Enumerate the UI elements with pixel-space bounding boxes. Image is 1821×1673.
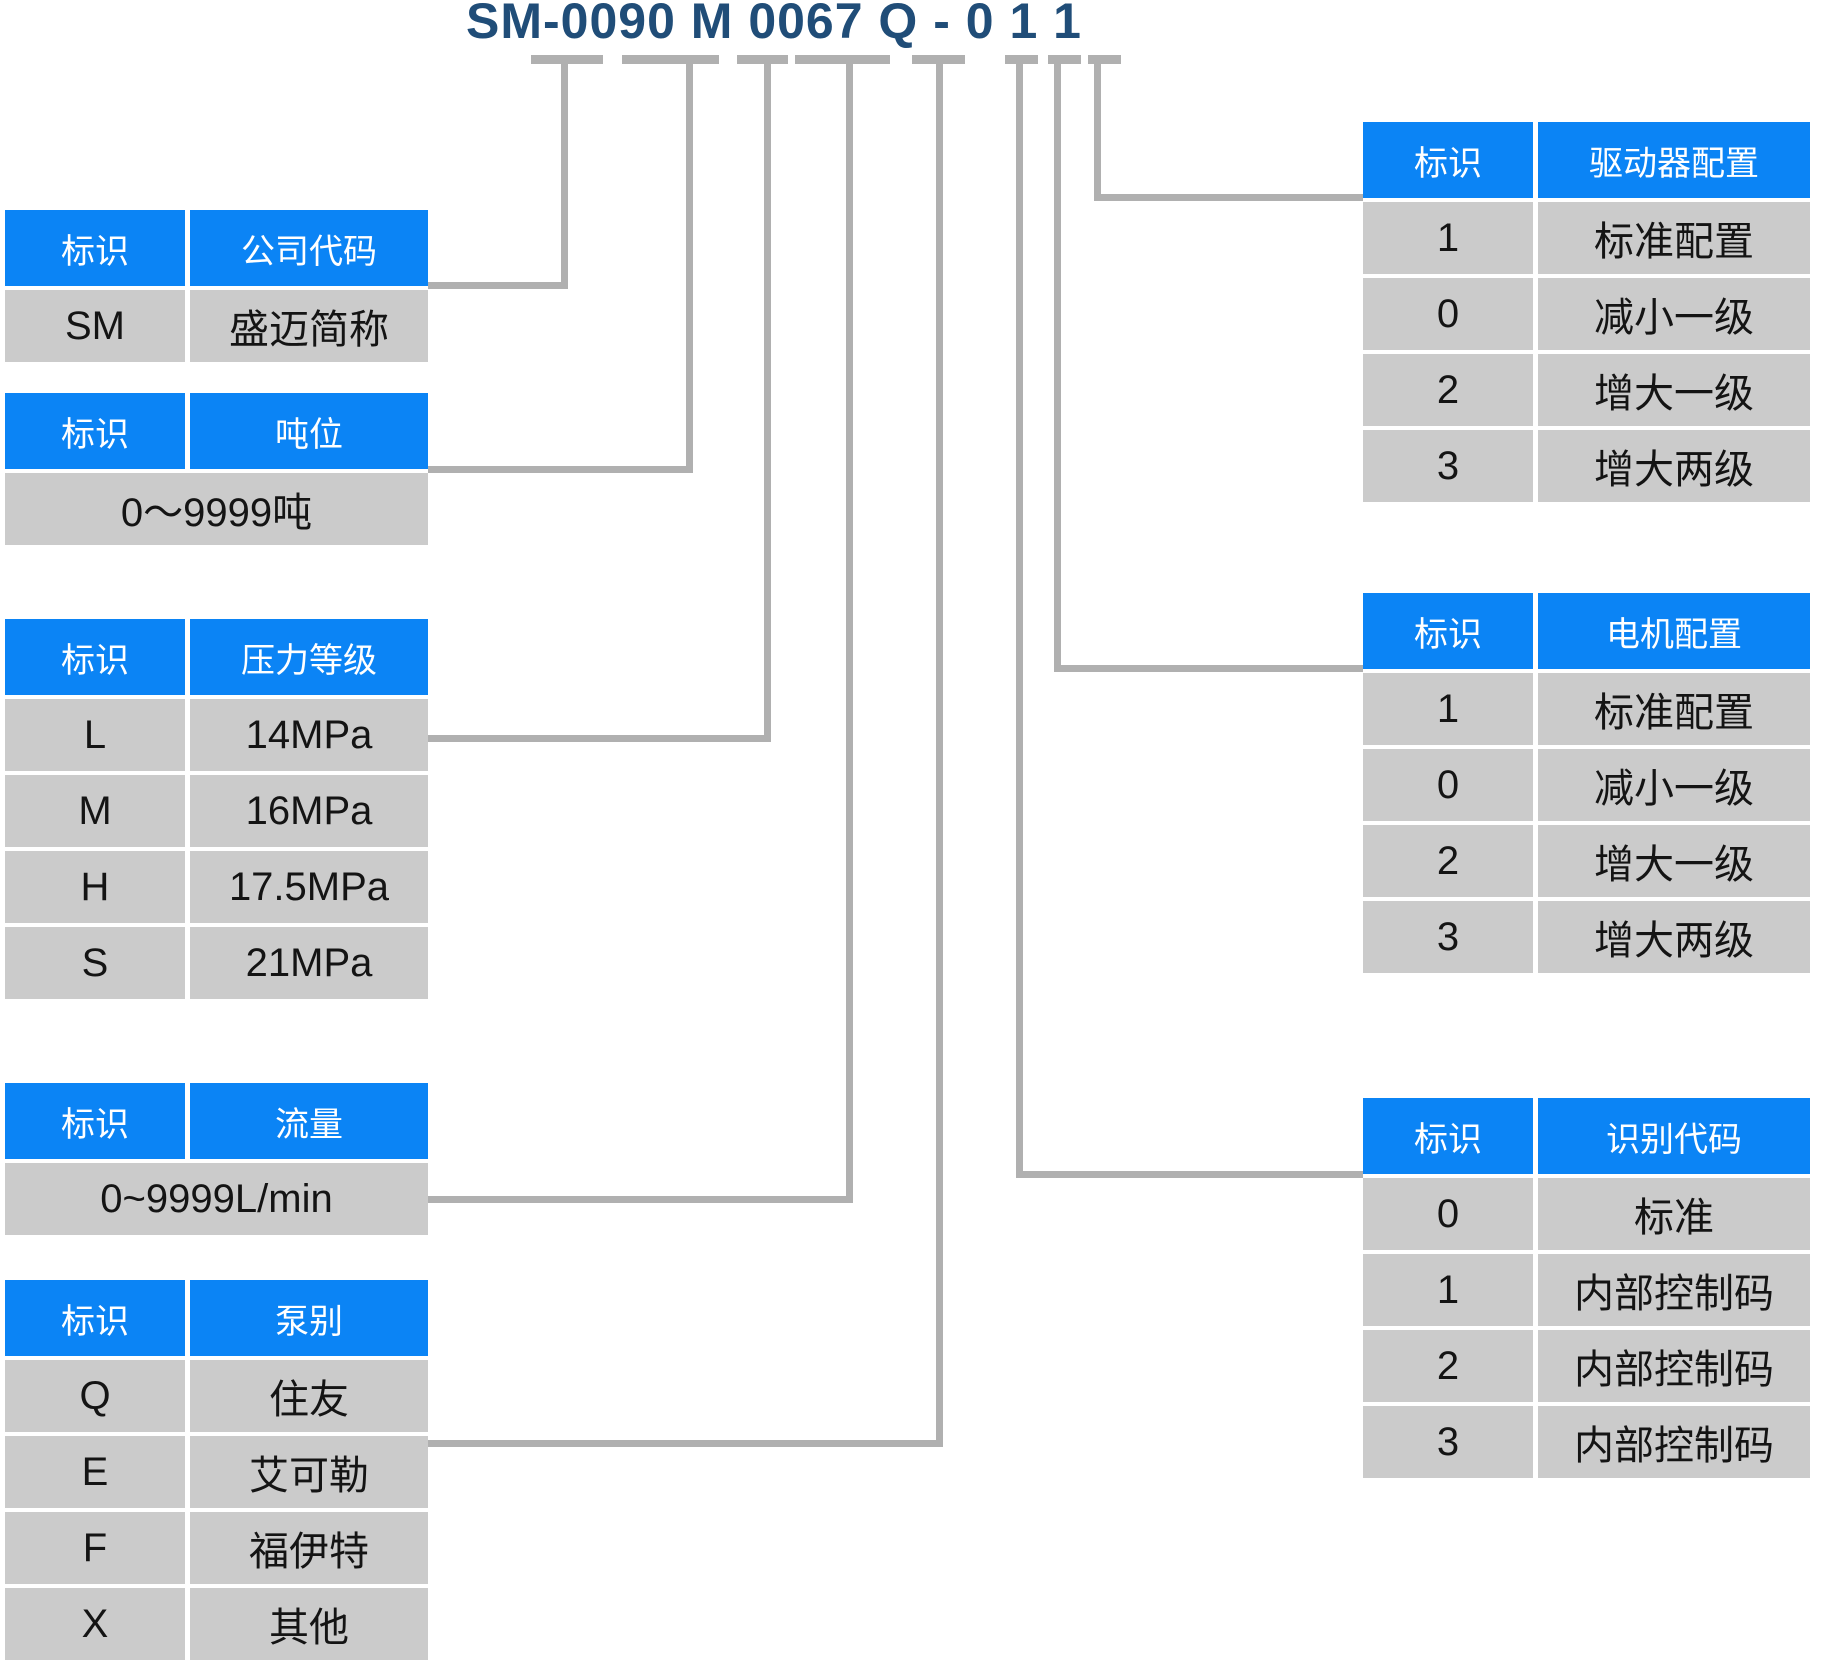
header-cell-id: 标识 [1363, 1098, 1533, 1174]
connector-vertical-pump [936, 63, 943, 1447]
cell-id: X [5, 1588, 185, 1660]
connector-horizontal-flow [428, 1196, 853, 1203]
cell-id: 3 [1363, 901, 1533, 973]
header-cell-value: 泵别 [190, 1280, 428, 1356]
cell-value: 14MPa [190, 699, 428, 771]
table-company-code: 标识 公司代码 SM 盛迈简称 [5, 210, 428, 362]
connector-vertical-motor [1054, 63, 1061, 672]
cell-id: 0 [1363, 749, 1533, 821]
header-cell-value: 公司代码 [190, 210, 428, 286]
table-pump-brand: 标识 泵别 Q 住友 E 艾可勒 F 福伊特 X 其他 [5, 1280, 428, 1660]
cell-value: 减小一级 [1538, 278, 1810, 350]
cell-id: 1 [1363, 1254, 1533, 1326]
cell-id: 2 [1363, 354, 1533, 426]
header-cell-value: 识别代码 [1538, 1098, 1810, 1174]
cell-id: H [5, 851, 185, 923]
cell-value: 21MPa [190, 927, 428, 999]
connector-horizontal-driver [1094, 194, 1363, 201]
connector-horizontal-pump [428, 1440, 943, 1447]
cell-value: 内部控制码 [1538, 1330, 1810, 1402]
segment-underline-0090 [622, 55, 719, 64]
header-cell-id: 标识 [5, 393, 185, 469]
model-code-title: SM-0090 M 0067 Q - 0 1 1 [466, 0, 1082, 49]
cell-value: 内部控制码 [1538, 1406, 1810, 1478]
cell-id: 1 [1363, 673, 1533, 745]
cell-id: Q [5, 1360, 185, 1432]
cell-value: 其他 [190, 1588, 428, 1660]
cell-value: 标准 [1538, 1178, 1810, 1250]
header-cell-id: 标识 [1363, 122, 1533, 198]
table-driver-config: 标识 驱动器配置 1 标准配置 0 减小一级 2 增大一级 3 增大两级 [1363, 122, 1810, 502]
cell-id: SM [5, 290, 185, 362]
cell-value: 增大两级 [1538, 901, 1810, 973]
cell-id: L [5, 699, 185, 771]
segment-underline-1b [1088, 55, 1121, 64]
cell-id: F [5, 1512, 185, 1584]
segment-underline-sm [531, 55, 603, 64]
cell-value: 标准配置 [1538, 202, 1810, 274]
cell-value: 福伊特 [190, 1512, 428, 1584]
header-cell-value: 吨位 [190, 393, 428, 469]
connector-vertical-flow [846, 63, 853, 1203]
connector-horizontal-pressure [428, 735, 771, 742]
cell-id: S [5, 927, 185, 999]
header-cell-id: 标识 [5, 619, 185, 695]
header-cell-value: 电机配置 [1538, 593, 1810, 669]
cell-id: 0 [1363, 1178, 1533, 1250]
segment-underline-q [912, 55, 965, 64]
header-cell-value: 压力等级 [190, 619, 428, 695]
header-cell-id: 标识 [5, 1280, 185, 1356]
cell-id: 2 [1363, 1330, 1533, 1402]
cell-id: 0 [1363, 278, 1533, 350]
cell-id: M [5, 775, 185, 847]
header-cell-id: 标识 [5, 210, 185, 286]
table-flow: 标识 流量 0~9999L/min [5, 1083, 428, 1235]
connector-horizontal-company [428, 282, 568, 289]
segment-underline-1a [1048, 55, 1081, 64]
cell-value: 盛迈简称 [190, 290, 428, 362]
cell-value: 标准配置 [1538, 673, 1810, 745]
header-cell-id: 标识 [1363, 593, 1533, 669]
cell-value: 艾可勒 [190, 1436, 428, 1508]
header-cell-value: 流量 [190, 1083, 428, 1159]
segment-underline-0067 [795, 55, 890, 64]
cell-value: 增大一级 [1538, 354, 1810, 426]
cell-span-value: 0〜9999吨 [5, 473, 428, 545]
header-cell-value: 驱动器配置 [1538, 122, 1810, 198]
cell-id: 1 [1363, 202, 1533, 274]
cell-value: 增大一级 [1538, 825, 1810, 897]
cell-value: 内部控制码 [1538, 1254, 1810, 1326]
cell-span-value: 0~9999L/min [5, 1163, 428, 1235]
table-identification-code: 标识 识别代码 0 标准 1 内部控制码 2 内部控制码 3 内部控制码 [1363, 1098, 1810, 1478]
header-cell-id: 标识 [5, 1083, 185, 1159]
cell-value: 减小一级 [1538, 749, 1810, 821]
table-pressure-grade: 标识 压力等级 L 14MPa M 16MPa H 17.5MPa S 21MP… [5, 619, 428, 999]
table-motor-config: 标识 电机配置 1 标准配置 0 减小一级 2 增大一级 3 增大两级 [1363, 593, 1810, 973]
connector-vertical-company [561, 63, 568, 289]
cell-id: E [5, 1436, 185, 1508]
connector-horizontal-idcode [1016, 1171, 1363, 1178]
connector-horizontal-tonnage [428, 466, 693, 473]
cell-id: 3 [1363, 430, 1533, 502]
connector-vertical-driver [1094, 63, 1101, 201]
cell-value: 增大两级 [1538, 430, 1810, 502]
cell-value: 16MPa [190, 775, 428, 847]
segment-underline-0 [1005, 55, 1038, 64]
connector-vertical-pressure [764, 63, 771, 742]
cell-value: 17.5MPa [190, 851, 428, 923]
cell-id: 2 [1363, 825, 1533, 897]
table-tonnage: 标识 吨位 0〜9999吨 [5, 393, 428, 545]
connector-vertical-tonnage [686, 63, 693, 473]
connector-vertical-idcode [1016, 63, 1023, 1178]
connector-horizontal-motor [1054, 665, 1363, 672]
cell-value: 住友 [190, 1360, 428, 1432]
segment-underline-m [737, 55, 788, 64]
cell-id: 3 [1363, 1406, 1533, 1478]
